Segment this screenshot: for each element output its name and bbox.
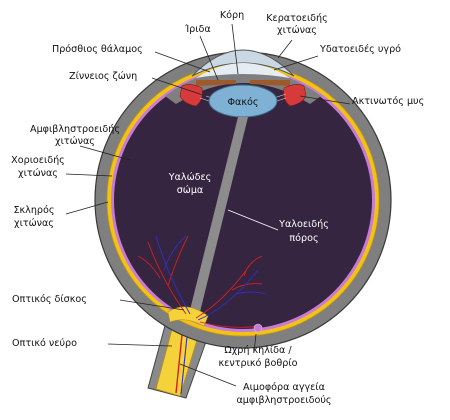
- label-optic-nerve: Οπτικό νεύρο: [12, 337, 77, 349]
- label-optic-disc: Οπτικός δίσκος: [12, 293, 87, 305]
- ciliary-muscle-right: [283, 84, 307, 107]
- iris-right: [250, 80, 290, 86]
- label-vitreous-line2: σώμα: [177, 184, 204, 196]
- label-aqueous-humor: Υδατοειδές υγρό: [319, 43, 401, 55]
- anterior-sclera: [165, 68, 321, 104]
- retinal-vessels: [137, 235, 267, 328]
- fovea: [253, 323, 263, 333]
- label-cornea-line2: χιτώνας: [277, 24, 317, 36]
- label-choroid-line2: χιτώνας: [18, 167, 58, 179]
- label-macula-line1: Ωχρή κηλίδα /: [224, 344, 292, 356]
- optic-nerve: [147, 321, 209, 399]
- label-anterior-chamber: Πρόσθιος θάλαμος: [52, 43, 143, 55]
- label-zonular-fibers: Ζίννειος ζώνη: [69, 70, 137, 82]
- label-macula-line2: κεντρικό βοθρίο: [219, 357, 298, 369]
- anterior-chamber: [196, 63, 290, 78]
- label-lens: Φακός: [227, 96, 258, 108]
- label-ciliary-muscle: Ακτινωτός μυς: [352, 95, 424, 107]
- hyaloid-canal: [190, 117, 248, 312]
- label-sclera-line2: χιτώνας: [14, 217, 54, 229]
- label-pupil: Κόρη: [220, 9, 244, 21]
- iris-left: [196, 80, 236, 86]
- label-iris: Ίριδα: [184, 23, 210, 35]
- label-retina-line2: χιτώνας: [55, 135, 95, 147]
- label-sclera-line1: Σκληρός: [13, 204, 54, 216]
- label-vitreous-line1: Υαλώδες: [168, 171, 212, 183]
- vitreous-body: [114, 71, 372, 329]
- label-retinal-vessels-line1: Αιμοφόρα αγγεία: [243, 381, 325, 393]
- label-hyaloid-canal-line1: Υαλοειδής: [278, 218, 329, 230]
- label-choroid-line1: Χοριοειδής: [11, 154, 65, 166]
- label-hyaloid-canal-line2: πόρος: [289, 232, 318, 244]
- leader-lines: [65, 23, 351, 387]
- ciliary-muscle-left: [179, 84, 203, 107]
- label-cornea-line1: Κερατοειδής: [266, 12, 328, 24]
- optic-disc: [167, 306, 209, 327]
- label-retina-line1: Αμφιβληστροειδής: [30, 123, 120, 135]
- label-retinal-vessels-line2: αμφιβληστροειδούς: [236, 394, 331, 406]
